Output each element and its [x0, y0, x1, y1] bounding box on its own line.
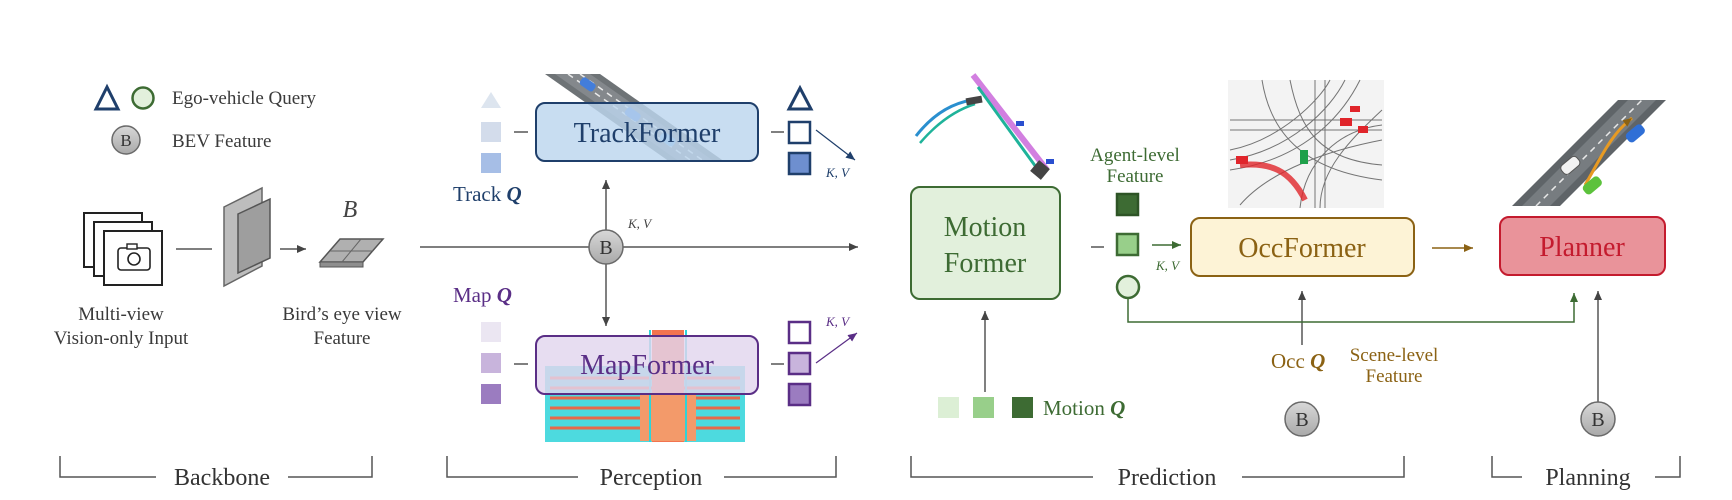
- track-kv-label: K, V: [825, 165, 851, 180]
- legend: Ego-vehicle Query B BEV Feature: [93, 83, 317, 155]
- ego-feature-to-planner-arrow: [1127, 293, 1578, 323]
- stage-label-prediction: Prediction: [1118, 465, 1217, 491]
- agent-level-label-line-2: Feature: [1107, 166, 1164, 187]
- legend-bev-label: BEV Feature: [172, 131, 271, 152]
- planning-bracket-left: [1491, 456, 1522, 478]
- input-label-line-1: Multi-view: [78, 304, 164, 325]
- encoder-block-icon: [223, 186, 271, 288]
- motionformer-label-line-2: Former: [944, 248, 1027, 279]
- legend-bev-symbol: B: [120, 131, 131, 150]
- legend-ego-label: Ego-vehicle Query: [172, 88, 317, 109]
- agent-feature-ego-circle: [1115, 274, 1141, 300]
- mapformer-section: MapFormer Map Q K, V: [453, 283, 858, 442]
- map-query-square-2: [481, 353, 501, 373]
- perception-bev-symbol: B: [599, 237, 612, 259]
- track-query-label: Track Q: [453, 182, 522, 206]
- motionformer-box: [910, 186, 1061, 300]
- planner-bev-node: [1580, 401, 1616, 437]
- map-query-label: Map Q: [453, 283, 512, 307]
- map-kv-arrow: [815, 332, 858, 364]
- perception-bev-node: [588, 229, 624, 265]
- perception-bracket-right: [724, 456, 837, 478]
- track-query-square-1: [481, 122, 501, 142]
- track-query-triangle-icon: [481, 92, 501, 108]
- mapformer-box: [535, 335, 759, 395]
- occ-bev-node: [1284, 401, 1320, 437]
- track-output-triangle-icon: [786, 84, 814, 111]
- track-kv-arrow: [815, 129, 856, 161]
- occformer-label: OccFormer: [1238, 233, 1366, 264]
- occ-bev-symbol: B: [1295, 409, 1308, 431]
- perception-kv-label: K, V: [627, 216, 653, 231]
- map-query-square-3: [481, 384, 501, 404]
- track-output-square-1: [787, 120, 812, 145]
- prediction-bracket-left: [910, 456, 1093, 478]
- bev-label-line-2: Feature: [314, 328, 371, 349]
- input-label-line-2: Vision-only Input: [54, 328, 189, 349]
- map-query-square-1: [481, 322, 501, 342]
- motion-query-square-1: [938, 397, 959, 418]
- track-output-square-2: [787, 151, 812, 176]
- agent-level-label-line-1: Agent-level: [1090, 145, 1180, 166]
- bev-plane-icon: [318, 238, 385, 268]
- occupancy-grid-image: [1228, 79, 1384, 209]
- scene-level-label-line-2: Feature: [1366, 366, 1423, 387]
- backbone-bracket-right: [288, 456, 373, 478]
- map-output-square-1: [787, 320, 812, 345]
- map-output-square-3: [787, 382, 812, 407]
- agent-feature-square-dark: [1115, 192, 1140, 217]
- agent-feature-square-light: [1115, 232, 1140, 257]
- stage-label-perception: Perception: [600, 465, 703, 491]
- occformer-section: OccFormer Occ Q Scene-level Feature B: [1127, 79, 1578, 437]
- stage-label-backbone: Backbone: [174, 465, 270, 491]
- scene-level-label-line-1: Scene-level: [1350, 345, 1439, 366]
- map-kv-label: K, V: [825, 314, 851, 329]
- bev-letter: B: [343, 197, 358, 223]
- planner-box: [1499, 216, 1666, 276]
- agent-kv-label: K, V: [1155, 258, 1181, 273]
- motion-query-label: Motion Q: [1043, 396, 1125, 420]
- backbone-bracket-left: [59, 456, 156, 478]
- motion-query-square-2: [973, 397, 994, 418]
- prediction-bracket-right: [1242, 456, 1405, 478]
- legend-bev-icon: [111, 125, 141, 155]
- planner-section: Planner B: [1499, 99, 1666, 437]
- ego-circle-icon: [131, 86, 155, 110]
- bev-label-line-1: Bird’s eye view: [282, 304, 402, 325]
- planning-road-image: [1512, 99, 1666, 207]
- track-query-square-2: [481, 153, 501, 173]
- camera-stack-icon: [83, 212, 163, 286]
- backbone-section: Multi-view Vision-only Input B Bird’s ey…: [54, 186, 402, 349]
- motionformer-label-line-1: Motion: [944, 212, 1026, 243]
- occformer-box: [1190, 217, 1415, 277]
- perception-bracket-left: [446, 456, 578, 478]
- planner-label: Planner: [1539, 232, 1625, 263]
- stage-brackets: [59, 456, 1681, 478]
- planning-bracket-right: [1655, 456, 1681, 478]
- ego-triangle-icon: [93, 83, 121, 111]
- trackformer-box: [535, 102, 759, 162]
- trackformer-section: TrackFormer Track Q K, V: [453, 73, 856, 206]
- map-output-square-2: [787, 351, 812, 376]
- mapformer-label: MapFormer: [580, 350, 714, 381]
- trajectory-image: [914, 73, 1054, 180]
- planner-bev-symbol: B: [1591, 409, 1604, 431]
- motionformer-section: Motion Former Motion Q Agent-level Featu…: [910, 73, 1181, 420]
- occ-query-label: Occ Q: [1271, 349, 1325, 373]
- stage-label-planning: Planning: [1545, 465, 1630, 491]
- trackformer-label: TrackFormer: [574, 118, 721, 149]
- motion-query-square-3: [1012, 397, 1033, 418]
